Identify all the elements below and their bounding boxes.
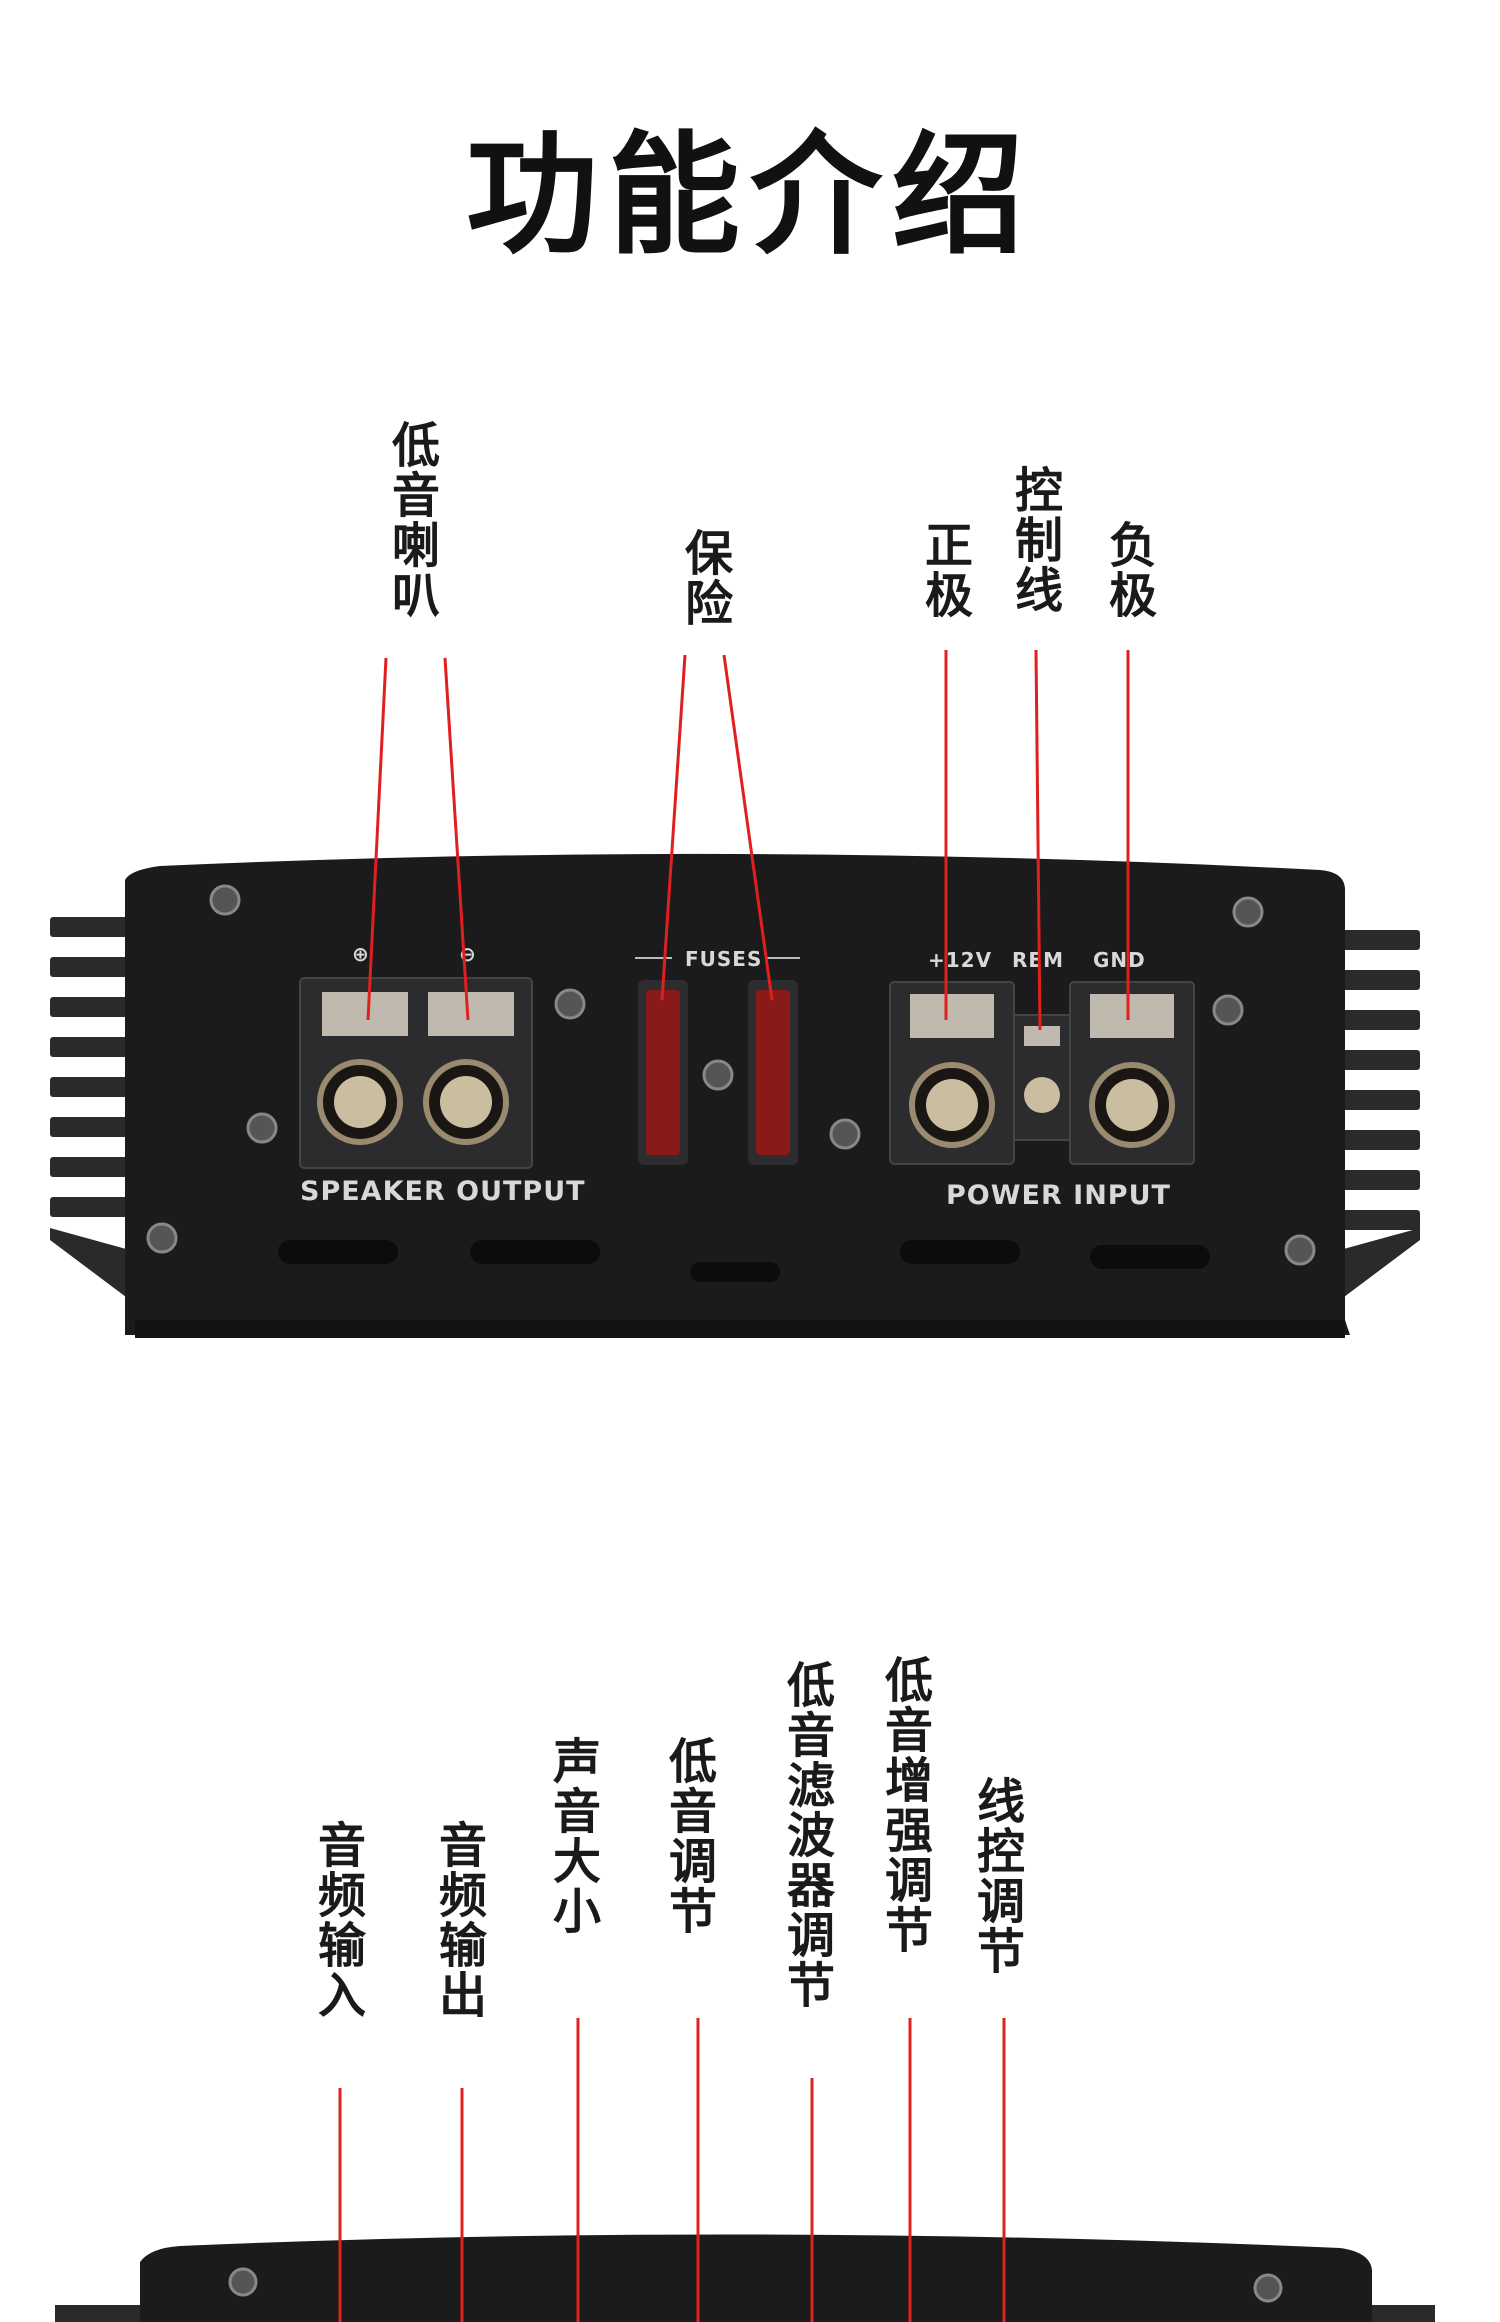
heatsink-left — [50, 917, 130, 1300]
amplifier-front-panel — [50, 853, 1420, 1338]
label-fuse: 保险 — [676, 528, 732, 628]
label-control-wire: 控制线 — [1006, 465, 1062, 615]
plus-12v-label: +12V — [928, 948, 993, 972]
power-input-label: POWER INPUT — [946, 1180, 1171, 1211]
label-audio-in: 音频输入 — [309, 1820, 365, 2020]
page-title: 功能介绍 — [466, 119, 1034, 273]
panel-body — [125, 853, 1350, 1335]
label-positive: 正极 — [916, 520, 972, 620]
label-remote-adjust: 线控调节 — [968, 1776, 1024, 1976]
speaker-output-label: SPEAKER OUTPUT — [300, 1176, 586, 1207]
vent-slots — [278, 1240, 1210, 1282]
fuse-section — [635, 957, 800, 1165]
label-bass-boost: 低音增强调节 — [876, 1655, 932, 1955]
gnd-label: GND — [1093, 948, 1146, 972]
label-negative: 负极 — [1100, 520, 1156, 620]
speaker-plus-symbol: ⊕ — [352, 942, 370, 966]
label-bass-filter: 低音滤波器调节 — [778, 1660, 834, 2010]
power-terminal-block — [889, 981, 1195, 1165]
screws — [146, 884, 1316, 1266]
label-audio-out: 音频输出 — [430, 1820, 486, 2020]
label-volume: 声音大小 — [544, 1736, 600, 1936]
label-bass-adjust: 低音调节 — [660, 1736, 716, 1936]
heatsink-right — [1340, 930, 1420, 1300]
speaker-terminal-block — [299, 977, 533, 1169]
label-bass-speaker: 低音喇叭 — [383, 420, 439, 620]
